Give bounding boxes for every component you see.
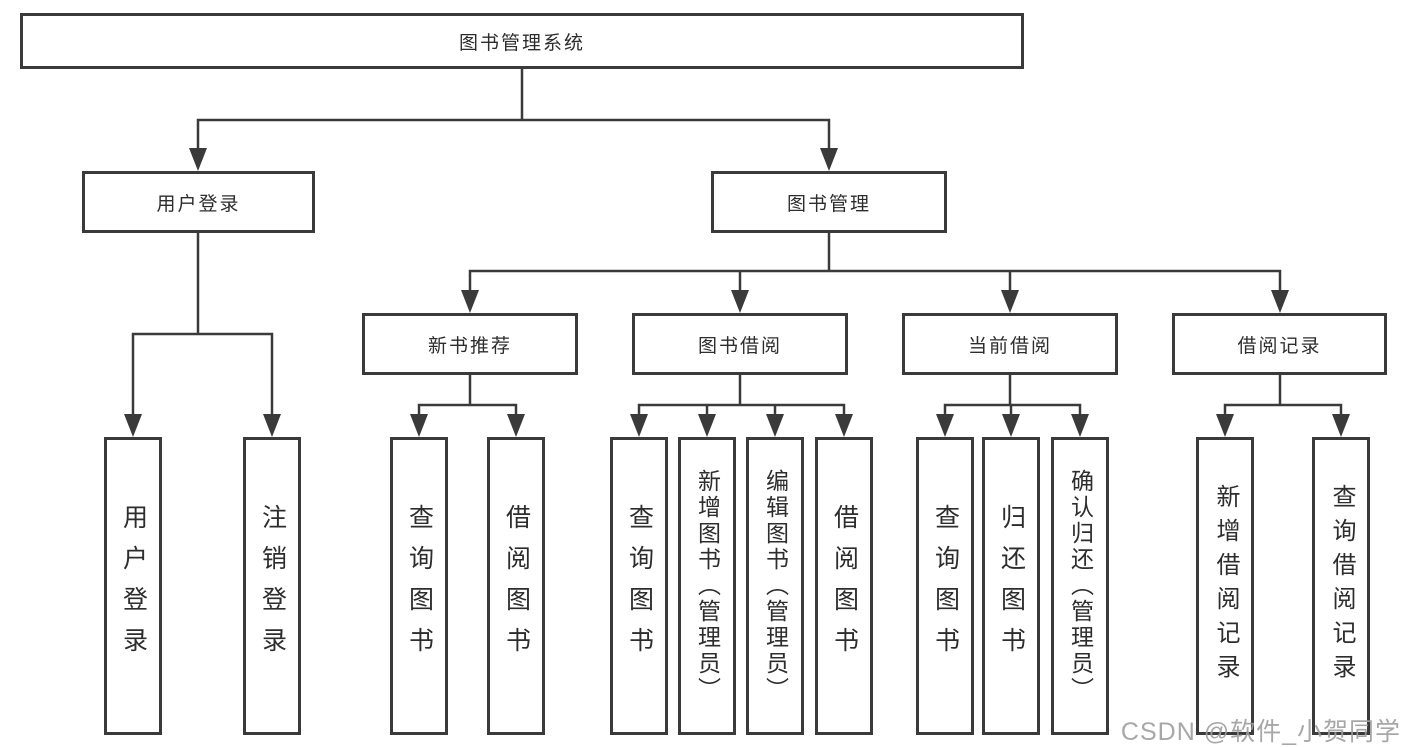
arrow-down-icon <box>189 148 207 171</box>
watermark: CSDN @软件_小贺同学 <box>1120 718 1401 746</box>
arrow-down-icon <box>766 414 784 437</box>
leaf-query-books-borrowing: 查询图书 <box>610 437 668 735</box>
leaf-query-books-recommend: 查询图书 <box>390 437 448 735</box>
node-root-label: 图书管理系统 <box>458 32 585 54</box>
leaf-return-books-label: 归还图书 <box>997 504 1026 668</box>
arrow-down-icon <box>507 414 525 437</box>
leaf-add-book-admin: 新增图书（管理员） <box>678 437 736 735</box>
node-borrow-records-label: 借阅记录 <box>1237 335 1322 357</box>
node-book-borrowing-label: 图书借阅 <box>697 335 782 357</box>
node-current-borrowing-label: 当前借阅 <box>967 335 1052 357</box>
arrow-down-icon <box>124 414 142 437</box>
leaf-confirm-return-admin: 确认归还（管理员） <box>1051 437 1109 735</box>
leaf-add-borrow-record-label: 新增借阅记录 <box>1212 484 1239 688</box>
arrow-down-icon <box>1332 414 1350 437</box>
arrow-down-icon <box>630 414 648 437</box>
arrow-down-icon <box>1002 414 1020 437</box>
leaf-borrow-books-borrowing-label: 借阅图书 <box>830 504 859 668</box>
node-book-management: 图书管理 <box>711 171 947 233</box>
node-new-book-recommend-label: 新书推荐 <box>427 335 512 357</box>
arrow-down-icon <box>410 414 428 437</box>
arrow-down-icon <box>835 414 853 437</box>
leaf-query-borrow-record: 查询借阅记录 <box>1312 437 1370 735</box>
leaf-add-borrow-record: 新增借阅记录 <box>1196 437 1254 735</box>
leaf-edit-book-admin-label: 编辑图书（管理员） <box>762 469 789 703</box>
node-user-login-label: 用户登录 <box>156 193 241 215</box>
node-new-book-recommend: 新书推荐 <box>362 313 578 375</box>
leaf-user-login-label: 用户登录 <box>119 504 148 668</box>
leaf-return-books: 归还图书 <box>982 437 1040 735</box>
leaf-borrow-books-borrowing: 借阅图书 <box>815 437 873 735</box>
arrow-down-icon <box>263 414 281 437</box>
leaf-query-books-borrowing-label: 查询图书 <box>625 504 654 668</box>
leaf-query-books-recommend-label: 查询图书 <box>405 504 434 668</box>
arrow-down-icon <box>936 414 954 437</box>
node-root: 图书管理系统 <box>20 13 1024 69</box>
leaf-logout-label: 注销登录 <box>258 504 287 668</box>
arrow-down-icon <box>1071 414 1089 437</box>
leaf-add-book-admin-label: 新增图书（管理员） <box>694 469 721 703</box>
leaf-query-books-current: 查询图书 <box>916 437 974 735</box>
arrow-down-icon <box>461 290 479 313</box>
leaf-logout: 注销登录 <box>243 437 301 735</box>
node-book-borrowing: 图书借阅 <box>632 313 848 375</box>
arrow-down-icon <box>820 148 838 171</box>
node-user-login: 用户登录 <box>82 171 315 233</box>
leaf-query-borrow-record-label: 查询借阅记录 <box>1328 484 1355 688</box>
leaf-borrow-books-recommend: 借阅图书 <box>487 437 545 735</box>
leaf-confirm-return-admin-label: 确认归还（管理员） <box>1067 469 1094 703</box>
node-borrow-records: 借阅记录 <box>1172 313 1387 375</box>
leaf-borrow-books-recommend-label: 借阅图书 <box>502 504 531 668</box>
node-book-management-label: 图书管理 <box>786 193 871 215</box>
leaf-edit-book-admin: 编辑图书（管理员） <box>746 437 804 735</box>
leaf-user-login: 用户登录 <box>104 437 162 735</box>
arrow-down-icon <box>1271 290 1289 313</box>
arrow-down-icon <box>1216 414 1234 437</box>
node-current-borrowing: 当前借阅 <box>902 313 1118 375</box>
arrow-down-icon <box>1001 290 1019 313</box>
arrow-down-icon <box>698 414 716 437</box>
leaf-query-books-current-label: 查询图书 <box>931 504 960 668</box>
arrow-down-icon <box>731 290 749 313</box>
